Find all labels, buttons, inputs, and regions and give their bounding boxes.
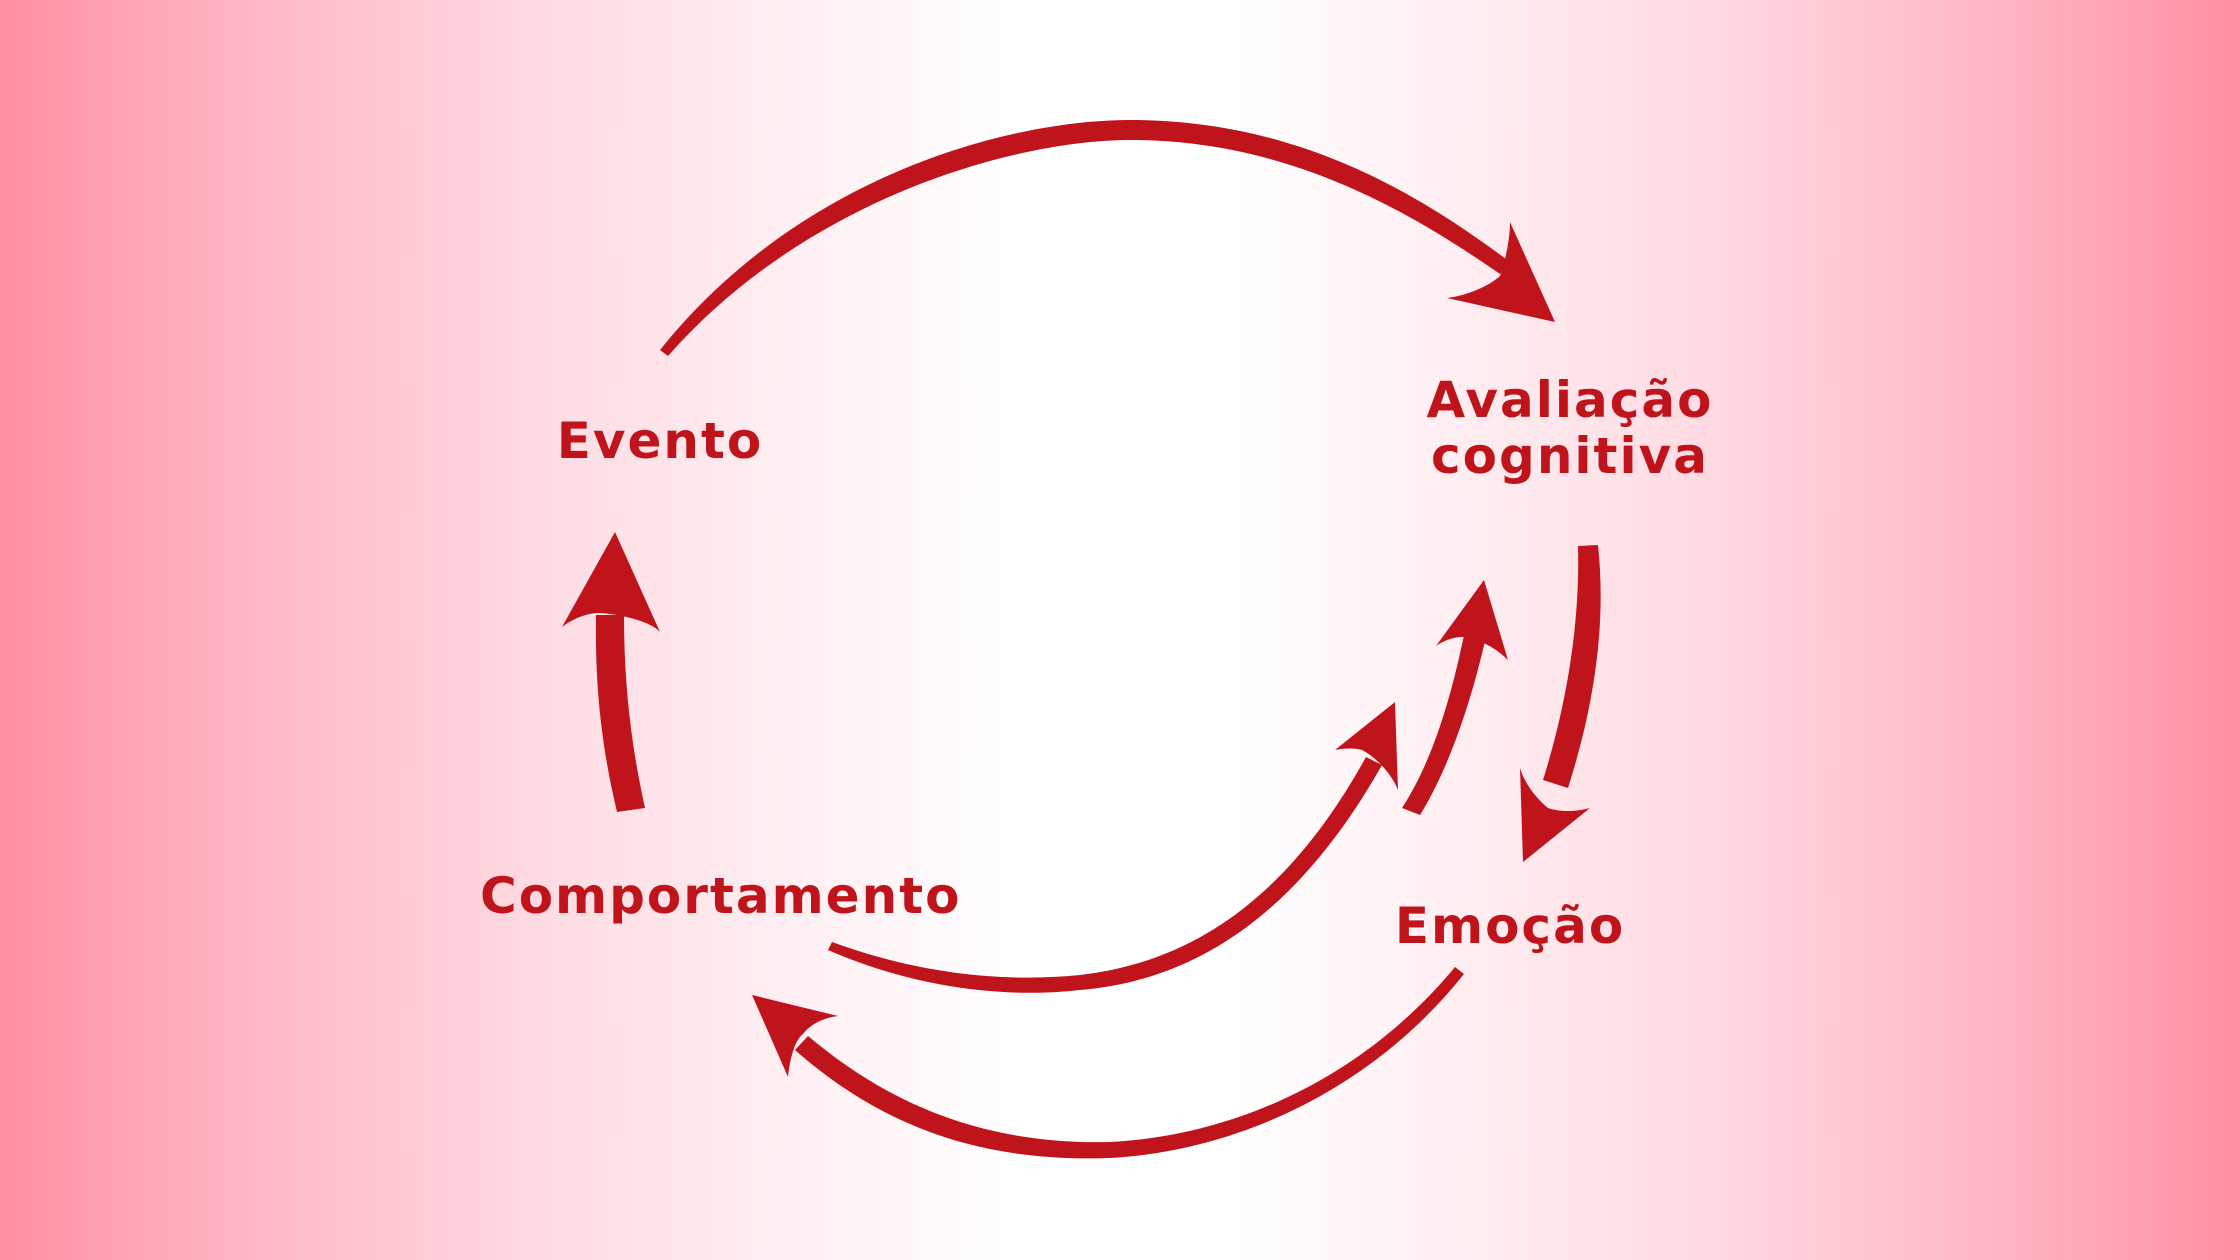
node-emocao: Emoção (1394, 897, 1626, 955)
arrow-comportamento-to-evento (595, 615, 645, 812)
arrow-comportamento-to-avaliacao (828, 757, 1382, 993)
arrowhead-inner-2 (1436, 580, 1508, 660)
node-evento: Evento (556, 412, 764, 470)
arrow-emocao-to-avaliacao (1402, 630, 1487, 815)
arrowhead-evento (562, 532, 660, 632)
node-avaliacao-line2: cognitiva (1431, 427, 1709, 485)
arrow-emocao-to-comportamento (795, 967, 1464, 1159)
arrow-avaliacao-to-emocao (1543, 545, 1601, 788)
node-comportamento: Comportamento (480, 867, 962, 925)
node-avaliacao-line1: Avaliação (1426, 371, 1714, 429)
arrow-evento-to-avaliacao (660, 120, 1510, 356)
node-avaliacao-cognitiva: Avaliação cognitiva (1405, 372, 1735, 484)
arrowhead-avaliacao (1447, 222, 1555, 322)
arrowhead-inner-1 (1335, 702, 1398, 790)
arrowhead-emocao (1520, 768, 1590, 862)
arrowhead-comportamento (752, 995, 838, 1077)
